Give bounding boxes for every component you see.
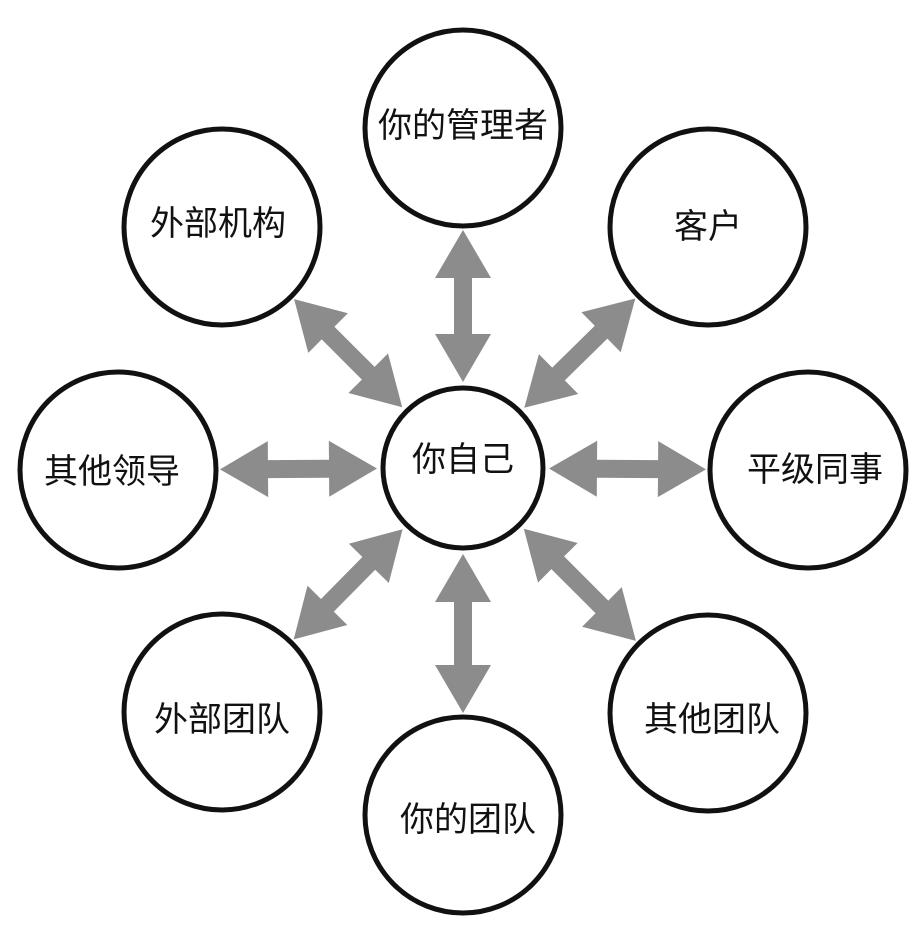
node-label-customers: 客户 — [674, 207, 742, 247]
node-center: 你自己 — [380, 385, 546, 551]
node-circle-your-team — [362, 714, 564, 916]
node-customers: 客户 — [607, 126, 809, 328]
node-circle-external-teams — [121, 611, 323, 813]
node-label-external-teams: 外部团队 — [154, 700, 290, 740]
node-circle-external-orgs — [121, 126, 323, 328]
arrow-customers — [524, 298, 636, 408]
arrow-manager — [435, 230, 491, 382]
node-label-your-team: 你的团队 — [400, 800, 536, 840]
arrow-peers — [549, 440, 706, 498]
node-external-orgs: 外部机构 — [121, 126, 323, 328]
arrow-your-team — [435, 554, 491, 713]
node-circle-manager — [362, 27, 564, 229]
node-label-manager: 你的管理者 — [378, 106, 548, 146]
node-circle-other-teams — [607, 612, 809, 814]
arrow-other-leaders — [220, 440, 377, 498]
node-label-peers: 平级同事 — [747, 450, 883, 490]
node-other-teams: 其他团队 — [607, 612, 809, 814]
node-label-other-leaders: 其他领导 — [44, 452, 180, 492]
node-circle-customers — [607, 126, 809, 328]
node-your-team: 你的团队 — [362, 714, 564, 916]
node-circle-other-leaders — [17, 369, 219, 571]
node-label-external-orgs: 外部机构 — [150, 204, 286, 244]
node-manager: 你的管理者 — [362, 27, 564, 229]
node-other-leaders: 其他领导 — [17, 369, 219, 571]
arrows-layer — [220, 230, 706, 713]
node-peers: 平级同事 — [707, 369, 909, 571]
node-label-other-teams: 其他团队 — [644, 700, 780, 740]
arrow-external-teams — [293, 529, 403, 640]
center-label: 你自己 — [412, 440, 514, 480]
node-external-teams: 外部团队 — [121, 611, 323, 813]
arrow-external-orgs — [294, 299, 403, 408]
node-circle-peers — [707, 369, 909, 571]
center-circle — [380, 385, 546, 551]
arrow-other-teams — [523, 528, 636, 641]
